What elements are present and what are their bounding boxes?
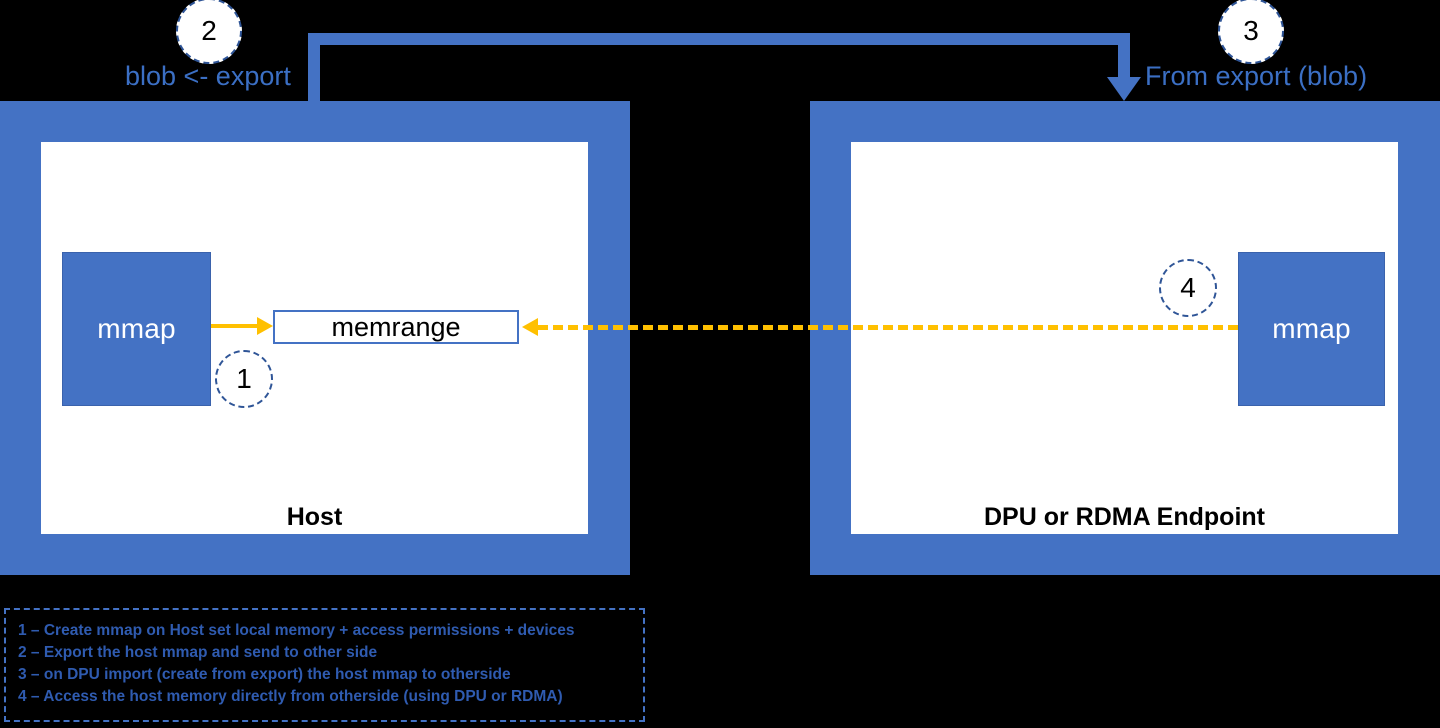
remote-access-arrow-icon bbox=[522, 318, 538, 336]
export-connector-arrow-icon bbox=[1107, 77, 1141, 101]
step-marker-3: 3 bbox=[1218, 0, 1284, 64]
mmap-to-memrange-line bbox=[211, 324, 259, 328]
step-marker-4: 4 bbox=[1159, 259, 1217, 317]
panel-host-title: Host bbox=[286, 503, 343, 531]
legend-item-3: 3 – on DPU import (create from export) t… bbox=[18, 666, 511, 683]
caption-blob-export: blob <- export bbox=[125, 61, 291, 91]
host-mmap-label: mmap bbox=[97, 313, 176, 344]
step-marker-2: 2 bbox=[176, 0, 242, 64]
host-memrange-block: memrange bbox=[273, 310, 519, 344]
host-mmap-block: mmap bbox=[62, 252, 211, 406]
export-connector-right-leg bbox=[1118, 33, 1130, 78]
export-connector-left-leg bbox=[308, 33, 320, 103]
step-marker-1-label: 1 bbox=[236, 363, 252, 394]
endpoint-mmap-label: mmap bbox=[1272, 313, 1351, 344]
panel-endpoint-title: DPU or RDMA Endpoint bbox=[984, 503, 1265, 531]
export-connector-top-bar bbox=[308, 33, 1130, 45]
caption-from-export: From export (blob) bbox=[1145, 61, 1368, 91]
mmap-to-memrange-arrow-icon bbox=[257, 317, 273, 335]
legend-item-1: 1 – Create mmap on Host set local memory… bbox=[18, 622, 575, 639]
step-marker-1: 1 bbox=[215, 350, 273, 408]
legend-item-4: 4 – Access the host memory directly from… bbox=[18, 688, 563, 705]
legend-panel: 1 – Create mmap on Host set local memory… bbox=[4, 608, 645, 722]
step-marker-2-label: 2 bbox=[201, 15, 217, 46]
step-marker-3-label: 3 bbox=[1243, 15, 1259, 46]
legend-item-2: 2 – Export the host mmap and send to oth… bbox=[18, 644, 378, 661]
step-marker-4-label: 4 bbox=[1180, 272, 1196, 303]
host-memrange-label: memrange bbox=[331, 311, 461, 342]
remote-access-dashed-line bbox=[538, 325, 1238, 330]
endpoint-mmap-block: mmap bbox=[1238, 252, 1385, 406]
